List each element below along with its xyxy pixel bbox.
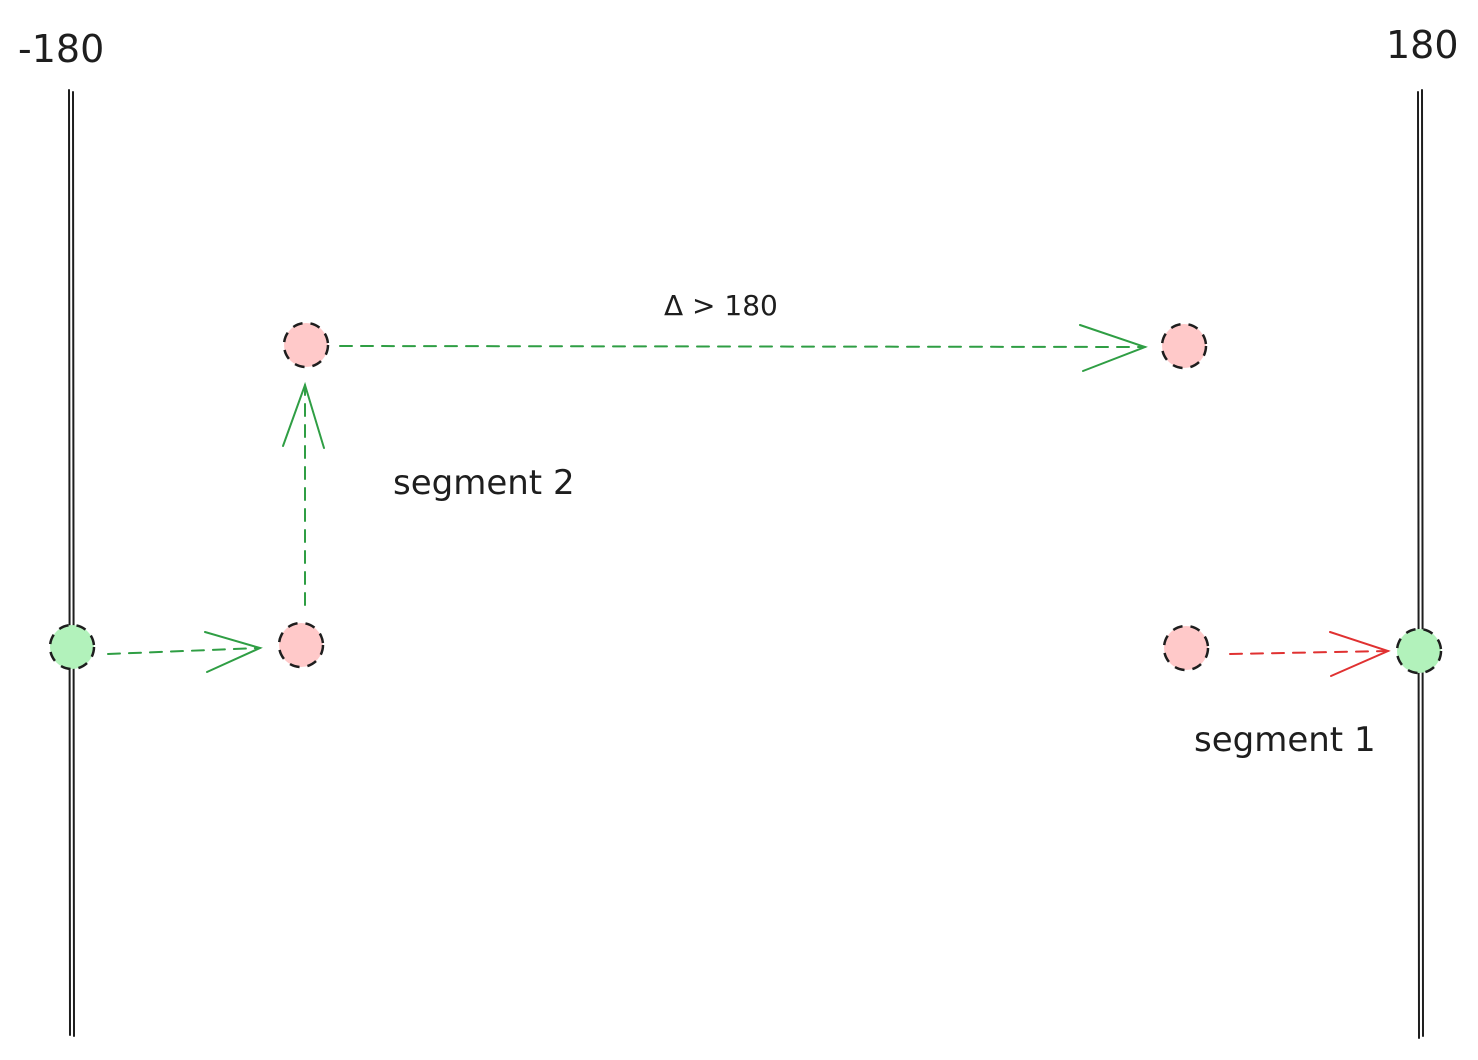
right-boundary-line (1417, 89, 1424, 1039)
waypoint-1-node (277, 621, 325, 669)
segment-1-label: segment 1 (1194, 720, 1376, 760)
waypoint-3-node (1160, 322, 1208, 370)
end-endpoint-node (1395, 627, 1443, 675)
segment-2-label: segment 2 (393, 463, 575, 503)
waypoint-2-node (282, 321, 330, 369)
arrow-waypoint-4-to-end (1229, 631, 1391, 677)
start-endpoint-node (48, 623, 96, 671)
max-longitude-label: 180 (1386, 23, 1459, 67)
arrow-waypoint-1-to-waypoint-2 (282, 381, 325, 606)
arrow-start-to-waypoint-1 (107, 631, 263, 673)
waypoint-4-node (1162, 624, 1210, 672)
arrow-waypoint-2-to-waypoint-3 (339, 324, 1148, 372)
delta-label: Δ > 180 (664, 289, 778, 322)
left-boundary-line (68, 89, 75, 1037)
min-longitude-label: -180 (18, 27, 104, 71)
